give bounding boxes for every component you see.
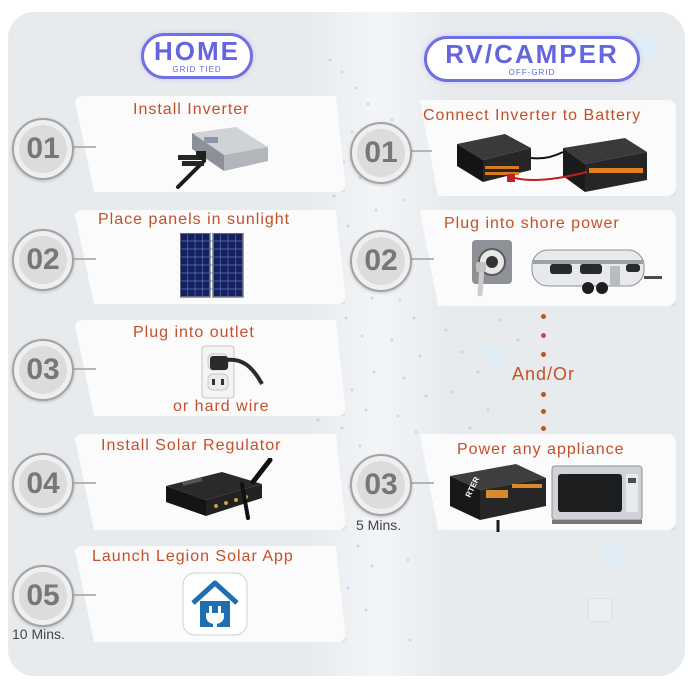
connector-line xyxy=(70,594,96,596)
connector-line xyxy=(70,368,96,370)
connector-line xyxy=(406,482,434,484)
decorative-square xyxy=(604,546,626,568)
dotted-connector xyxy=(541,333,546,338)
dotted-connector xyxy=(541,409,546,414)
rv-step-2-label: Plug into shore power xyxy=(444,215,620,232)
rv-title: RV/CAMPER xyxy=(445,39,619,69)
connector-line xyxy=(70,258,96,260)
shore-power-rv-icon xyxy=(472,240,662,297)
rv-step-1-label: Connect Inverter to Battery xyxy=(423,107,642,124)
home-step-3-extra: or hard wire xyxy=(173,398,270,415)
home-step-2-number: 02 xyxy=(12,229,74,291)
home-step-1-number: 01 xyxy=(12,118,74,180)
inverter-microwave-icon: RTER xyxy=(450,464,643,532)
home-step-1-label: Install Inverter xyxy=(133,101,250,118)
decorative-square xyxy=(588,598,612,622)
connector-line xyxy=(406,258,434,260)
solar-regulator-icon xyxy=(166,458,273,520)
home-step-5-label: Launch Legion Solar App xyxy=(92,548,294,565)
solar-panel-icon xyxy=(180,233,244,298)
rv-step-3-label: Power any appliance xyxy=(457,441,625,458)
connector-line xyxy=(70,482,96,484)
microinverter-icon xyxy=(176,127,268,189)
home-step-5-number: 05 xyxy=(12,565,74,627)
inverter-battery-icon xyxy=(457,134,647,192)
rv-step-2-number: 02 xyxy=(350,230,412,292)
home-title: HOME xyxy=(154,36,240,66)
home-total-time: 10 Mins. xyxy=(12,626,65,642)
home-step-4-label: Install Solar Regulator xyxy=(101,437,282,454)
connector-line xyxy=(406,150,432,152)
wall-outlet-plug-icon xyxy=(201,345,264,399)
dotted-connector xyxy=(541,314,546,319)
dotted-connector xyxy=(541,352,546,357)
decorative-square xyxy=(636,36,658,58)
connector-line xyxy=(70,146,96,148)
home-step-3-label: Plug into outlet xyxy=(133,324,255,341)
dotted-connector xyxy=(541,426,546,431)
and-or-label: And/Or xyxy=(512,364,576,384)
rv-step-1-number: 01 xyxy=(350,122,412,184)
home-step-2-label: Place panels in sunlight xyxy=(98,211,291,228)
rv-heading: RV/CAMPER OFF-GRID xyxy=(424,36,640,82)
rv-total-time: 5 Mins. xyxy=(356,517,402,533)
home-subtitle: GRID TIED xyxy=(172,65,222,74)
rv-subtitle: OFF-GRID xyxy=(508,68,556,77)
home-step-4-number: 04 xyxy=(12,453,74,515)
decorative-square xyxy=(486,346,504,364)
legion-solar-app-icon xyxy=(182,572,248,636)
home-heading: HOME GRID TIED xyxy=(141,33,253,79)
home-step-3-number: 03 xyxy=(12,339,74,401)
rv-step-3-number: 03 xyxy=(350,454,412,516)
dotted-connector xyxy=(541,392,546,397)
